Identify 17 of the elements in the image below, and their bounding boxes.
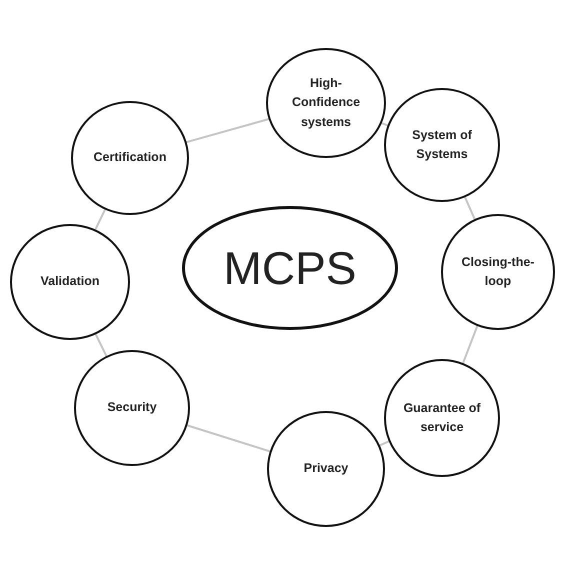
topic-label: Security bbox=[107, 399, 157, 416]
connector bbox=[378, 440, 391, 447]
connector bbox=[94, 208, 107, 232]
central-label: MCPS bbox=[224, 245, 356, 291]
topic-label: Validation bbox=[40, 273, 100, 290]
topic-label: System of Systems bbox=[411, 126, 473, 163]
topic-label: Guarantee of service bbox=[402, 400, 482, 436]
connector bbox=[380, 122, 390, 127]
topic-label: High-Confidence systems bbox=[290, 74, 362, 131]
connector bbox=[462, 324, 479, 366]
connector bbox=[94, 332, 108, 358]
topic-label: Certification bbox=[94, 149, 166, 166]
connector bbox=[185, 424, 272, 453]
connector bbox=[463, 195, 476, 222]
topic-label: Privacy bbox=[304, 460, 348, 478]
connector bbox=[184, 118, 271, 144]
topic-label: Closing-the-loop bbox=[460, 254, 536, 290]
